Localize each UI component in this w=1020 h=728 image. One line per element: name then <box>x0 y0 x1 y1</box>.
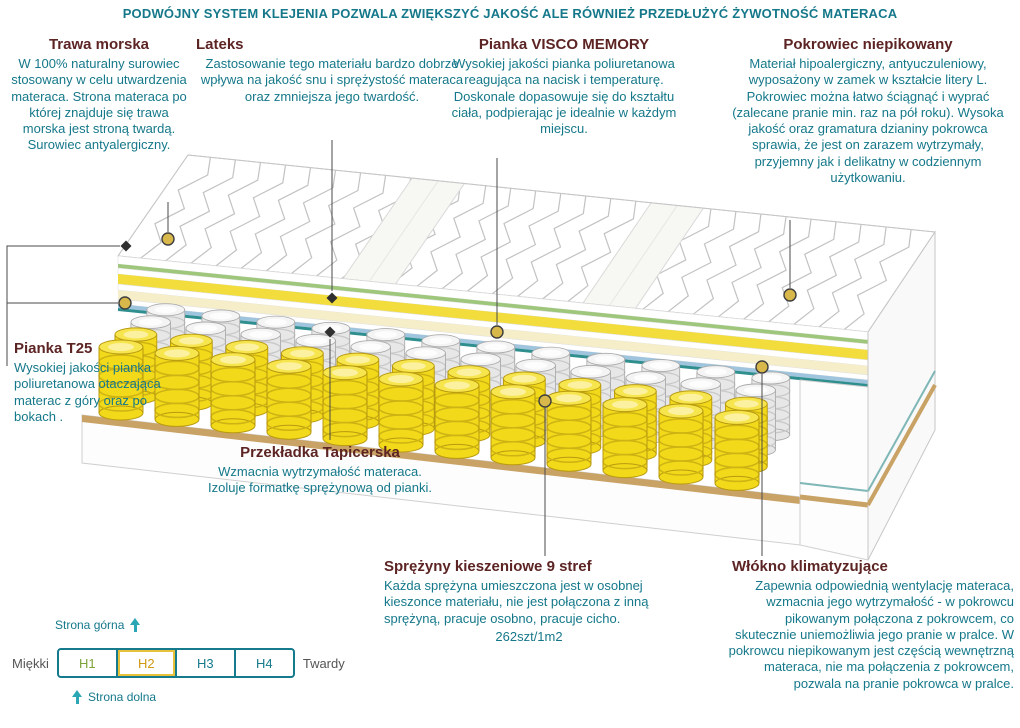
hardness-level-h2: H2 <box>115 650 175 676</box>
section-title: Lateks <box>196 36 244 53</box>
section-trawa-morska: Trawa morska W 100% naturalny surowiec s… <box>8 36 190 154</box>
section-body: Wysokiej jakości pianka poliuretanowa ot… <box>14 360 161 424</box>
soft-label: Miękki <box>12 655 49 671</box>
hardness-level-h3: H3 <box>174 650 234 676</box>
section-title: Trawa morska <box>48 36 150 53</box>
section-title: Sprężyny kieszeniowe 9 stref <box>384 558 592 575</box>
callout-trawa-morska <box>161 202 175 246</box>
section-body: Wzmacnia wytrzymałość materaca. Izoluje … <box>207 464 432 496</box>
callout-pianka-t25 <box>6 240 132 366</box>
section-body: Wysokiej jakości pianka poliuretanowa re… <box>451 56 677 136</box>
hardness-level-h1: H1 <box>79 655 96 671</box>
callout-przekladka <box>324 326 336 440</box>
section-title: Pianka T25 <box>14 340 93 357</box>
mattress-top-foam <box>117 154 936 333</box>
hardness-scale: Miękki H1 H2 H3 H4 Twardy <box>12 648 345 678</box>
arrow-up-icon <box>72 690 82 704</box>
top-side-text: Strona górna <box>55 618 125 632</box>
section-title: Włókno klimatyzujące <box>732 558 888 575</box>
section-pianka-visco: Pianka VISCO MEMORY Wysokiej jakości pia… <box>450 36 678 137</box>
hardness-levels: H1 H2 H3 H4 <box>56 648 295 678</box>
section-body: Materiał hipoalergiczny, antyuczuleniowy… <box>732 56 1004 185</box>
callout-lateks <box>326 140 338 304</box>
callout-pokrowiec <box>783 220 797 302</box>
top-side-label: Strona górna <box>55 618 141 632</box>
hardness-level-h4: H4 <box>233 650 293 676</box>
callout-wlokno <box>755 360 769 556</box>
section-title: Przekładka Tapicerska <box>240 444 400 461</box>
section-body: Zapewnia odpowiednią wentylację materaca… <box>728 578 1014 691</box>
spring-count: 262szt/1m2 <box>495 628 563 644</box>
callout-sprezyny <box>538 394 552 556</box>
section-body: Zastosowanie tego materiału bardzo dobrz… <box>200 56 464 104</box>
zigzag-texture <box>117 154 936 333</box>
callout-visco <box>490 158 504 339</box>
section-lateks: Lateks Zastosowanie tego materiału bardz… <box>196 36 468 105</box>
section-pianka-t25: Pianka T25 Wysokiej jakości pianka poliu… <box>14 340 162 425</box>
section-pokrowiec: Pokrowiec niepikowany Materiał hipoalerg… <box>726 36 1010 186</box>
section-body: Każda sprężyna umieszczona jest w osobne… <box>384 578 649 626</box>
arrow-up-icon <box>130 618 141 632</box>
section-sprezyny: Sprężyny kieszeniowe 9 stref Każda spręż… <box>384 558 674 644</box>
mattress-cover-faces <box>799 230 937 561</box>
section-title: Pianka VISCO MEMORY <box>478 36 650 53</box>
section-przekladka: Przekładka Tapicerska Wzmacnia wytrzymał… <box>198 444 442 497</box>
bottom-side-label: Strona dolna <box>72 690 156 704</box>
banner-headline: PODWÓJNY SYSTEM KLEJENIA POZWALA ZWIĘKSZ… <box>122 6 898 21</box>
hard-label: Twardy <box>302 655 345 671</box>
bottom-side-text: Strona dolna <box>88 690 157 704</box>
section-body: W 100% naturalny surowiec stosowany w ce… <box>11 56 187 153</box>
section-wlokno: Włókno klimatyzujące Zapewnia odpowiedni… <box>724 558 1014 692</box>
section-title: Pokrowiec niepikowany <box>783 36 953 53</box>
